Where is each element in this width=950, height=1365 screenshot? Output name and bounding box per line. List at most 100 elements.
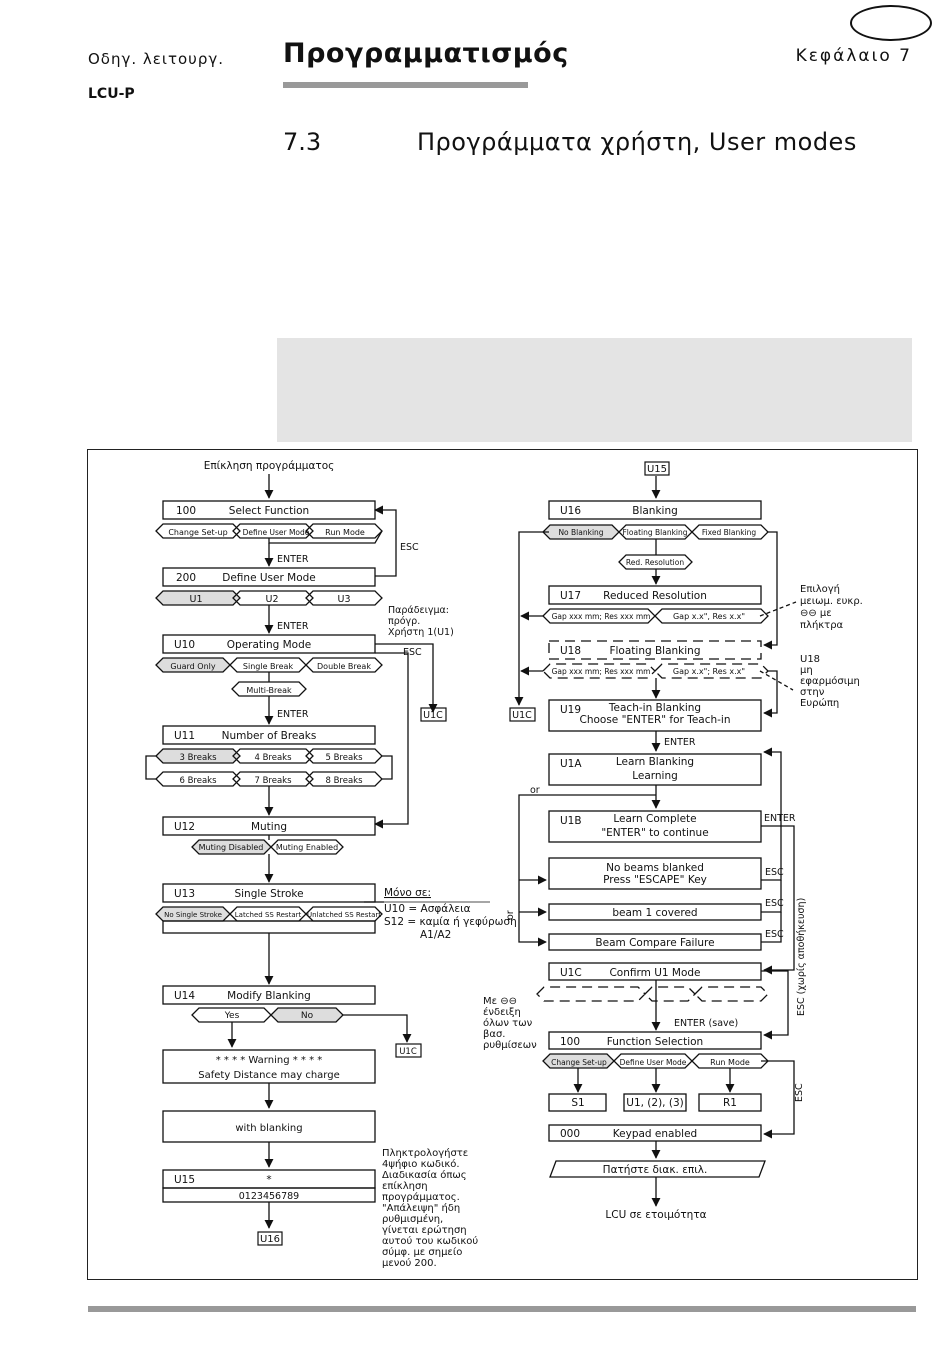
start-label: Επίκληση προγράμματος bbox=[204, 460, 335, 472]
option-u3: U3 bbox=[338, 594, 351, 605]
enter-label: ENTER bbox=[664, 737, 696, 748]
fs-option-define-user-mode: Define User Mode bbox=[620, 1058, 687, 1067]
product-label: LCU-P bbox=[88, 86, 135, 102]
operating-mode-code: U10 bbox=[174, 639, 195, 651]
reduced-res-opt-1: Gap xxx mm; Res xxx mm bbox=[552, 612, 651, 621]
only-in-note-3: S12 = καμία ή γεφύρωση bbox=[384, 916, 517, 928]
option-5-breaks: 5 Breaks bbox=[325, 753, 363, 763]
option-change-setup: Change Set-up bbox=[168, 528, 227, 537]
code-note-1: Πληκτρολογήστε bbox=[382, 1147, 468, 1159]
option-guard-only: Guard Only bbox=[170, 662, 216, 671]
beam-compare: Beam Compare Failure bbox=[595, 937, 714, 949]
blanking-code: U16 bbox=[560, 505, 581, 517]
code-note-4: επίκληση bbox=[382, 1180, 428, 1192]
option-no: No bbox=[301, 1011, 314, 1021]
with-blanking: with blanking bbox=[235, 1123, 302, 1134]
reduced-note-4: πλήκτρα bbox=[800, 619, 844, 631]
code-entry-code: U15 bbox=[174, 1174, 195, 1186]
keypad-code: 000 bbox=[560, 1128, 580, 1140]
esc-label: ESC bbox=[765, 929, 784, 940]
modify-blanking-code: U14 bbox=[174, 990, 195, 1002]
result-u1: U1, (2), (3) bbox=[626, 1097, 683, 1109]
learn-blanking-line-2: Learning bbox=[632, 770, 678, 782]
confirm-note-4: βασ. bbox=[483, 1029, 506, 1040]
option-define-user-mode: Define User Mode bbox=[243, 528, 310, 537]
function-selection-name: Function Selection bbox=[607, 1036, 703, 1048]
u18-note-3: εφαρμόσιμη bbox=[800, 675, 860, 687]
option-no-blanking: No Blanking bbox=[558, 528, 603, 537]
only-in-note-1: Μόνο σε: bbox=[384, 887, 431, 899]
option-fixed-blanking: Fixed Blanking bbox=[702, 528, 757, 537]
code-note-9: αυτού του κωδικού bbox=[382, 1235, 478, 1247]
option-no-single-stroke: No Single Stroke bbox=[164, 911, 222, 919]
corner-oval-mark bbox=[850, 5, 932, 41]
teach-in-line-1: Teach-in Blanking bbox=[608, 702, 701, 714]
reduced-note-3: ⊖⊖ με bbox=[800, 608, 832, 619]
confirm-name: Confirm U1 Mode bbox=[609, 967, 700, 979]
no-beams-line-1: No beams blanked bbox=[606, 862, 704, 874]
option-7-breaks: 7 Breaks bbox=[254, 776, 292, 786]
esc-no-save-label: ESC (χωρίς αποθήκευση) bbox=[796, 898, 807, 1016]
page-title: Προγραμματισμός bbox=[283, 38, 569, 69]
result-s1: S1 bbox=[571, 1097, 584, 1109]
example-note-1: Παράδειγμα: bbox=[388, 605, 449, 616]
or-label: or bbox=[530, 785, 540, 796]
option-8-breaks: 8 Breaks bbox=[325, 776, 363, 786]
option-4-breaks: 4 Breaks bbox=[254, 753, 292, 763]
option-muting-disabled: Muting Disabled bbox=[199, 843, 264, 852]
or-label: or bbox=[505, 910, 516, 920]
option-yes: Yes bbox=[224, 1011, 240, 1021]
warning-line-2: Safety Distance may charge bbox=[198, 1070, 339, 1081]
blanking-name: Blanking bbox=[632, 505, 678, 517]
confirm-note-2: ένδειξη bbox=[483, 1006, 521, 1018]
code-note-8: γίνεται ερώτηση bbox=[382, 1224, 467, 1236]
single-stroke-name: Single Stroke bbox=[234, 888, 303, 900]
u1c-ref: U1C bbox=[512, 710, 532, 721]
option-double-break: Double Break bbox=[317, 662, 371, 671]
operating-mode-name: Operating Mode bbox=[227, 639, 311, 651]
option-single-break: Single Break bbox=[243, 662, 294, 671]
esc-label: ESC bbox=[765, 898, 784, 909]
muting-name: Muting bbox=[251, 821, 287, 833]
code-note-11: μενού 200. bbox=[382, 1257, 437, 1269]
modify-blanking-name: Modify Blanking bbox=[227, 990, 311, 1002]
u1c-ref: U1C bbox=[399, 1047, 417, 1057]
learn-complete-line-1: Learn Complete bbox=[613, 813, 696, 825]
code-note-7: ρυθμισμένη, bbox=[382, 1213, 443, 1225]
esc-label: ESC bbox=[765, 867, 784, 878]
code-note-5: προγράμματος. bbox=[382, 1191, 460, 1203]
option-muting-enabled: Muting Enabled bbox=[276, 843, 338, 852]
teach-in-code: U19 bbox=[560, 704, 581, 716]
single-stroke-code: U13 bbox=[174, 888, 195, 900]
floating-opt-2: Gap x.x"; Res x.x" bbox=[673, 667, 745, 676]
fs-option-run-mode: Run Mode bbox=[710, 1058, 750, 1067]
fs-option-change-setup: Change Set-up bbox=[551, 1058, 607, 1067]
enter-label: ENTER bbox=[277, 709, 309, 720]
muting-code: U12 bbox=[174, 821, 195, 833]
define-user-mode-code: 200 bbox=[176, 572, 196, 584]
u18-note-1: U18 bbox=[800, 654, 820, 665]
option-6-breaks: 6 Breaks bbox=[179, 776, 217, 786]
u18-note-5: Ευρώπη bbox=[800, 697, 839, 709]
floating-code: U18 bbox=[560, 645, 581, 657]
u18-note-2: μη bbox=[800, 665, 813, 676]
select-function-code: 100 bbox=[176, 505, 196, 517]
reduced-note-2: μειωμ. ευκρ. bbox=[800, 596, 863, 607]
section-number: 7.3 bbox=[283, 128, 322, 156]
ready-label: LCU σε ετοιμότητα bbox=[605, 1209, 706, 1221]
reduced-note-1: Επιλογή bbox=[800, 583, 840, 595]
esc-label: ESC bbox=[400, 542, 419, 553]
example-note-3: Χρήστη 1(U1) bbox=[388, 627, 454, 638]
code-entry-mark: * bbox=[266, 1174, 271, 1186]
enter-label: ENTER bbox=[764, 813, 796, 824]
learn-blanking-code: U1A bbox=[560, 758, 582, 770]
code-note-6: "Απάλειψη" ήδη bbox=[382, 1202, 460, 1214]
reduced-res-opt-2: Gap x.x", Res x.x" bbox=[673, 612, 745, 621]
title-underline bbox=[283, 82, 528, 88]
enter-label: ENTER bbox=[277, 621, 309, 632]
floating-name: Floating Blanking bbox=[609, 645, 700, 657]
flow-diagram: Επίκληση προγράμματος 100 Select Functio… bbox=[87, 449, 918, 1280]
option-u1: U1 bbox=[190, 594, 203, 605]
option-u2: U2 bbox=[266, 594, 279, 605]
enter-save-label: ENTER (save) bbox=[674, 1018, 738, 1029]
